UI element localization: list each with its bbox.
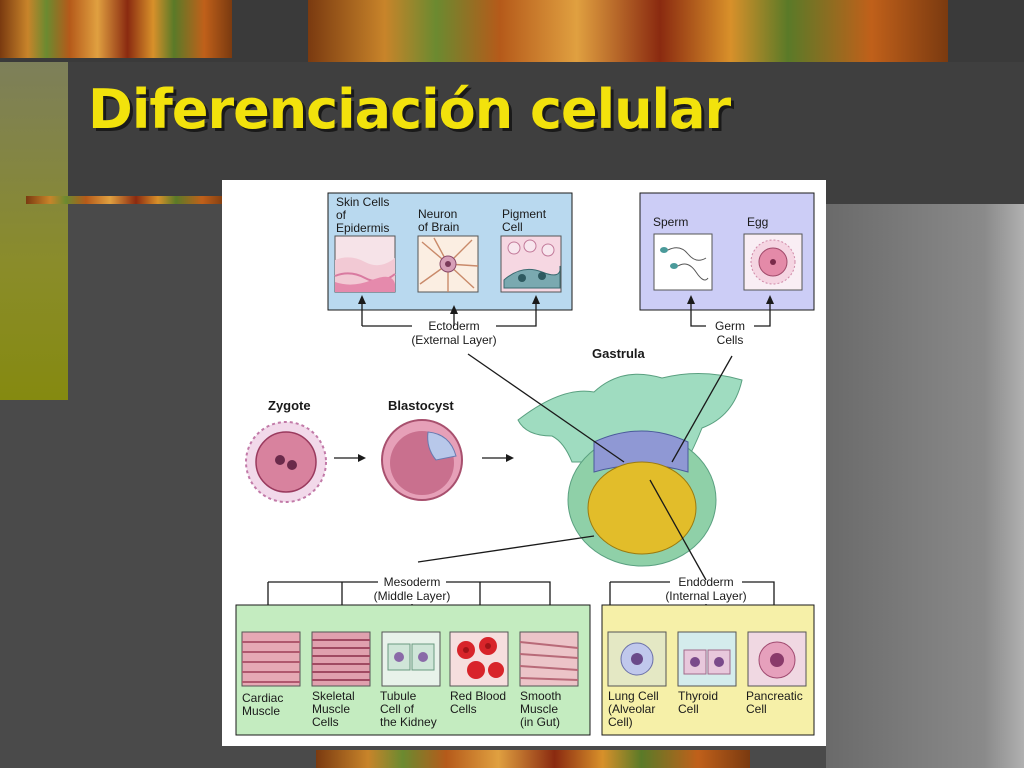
kidney-tubule-cell-image	[381, 631, 441, 687]
lung-cell-image	[607, 631, 667, 687]
olive-side-bar	[0, 62, 68, 400]
germ-pointer-line	[671, 355, 733, 463]
zygote-label: Zygote	[268, 398, 311, 413]
neuron-image	[417, 235, 479, 293]
pancreatic-cell-image	[747, 631, 807, 687]
mesoderm-label: Mesoderm(Middle Layer)	[374, 575, 451, 603]
endoderm-pointer-line	[649, 479, 707, 581]
blastocyst-label: Blastocyst	[388, 398, 454, 413]
germ-connector	[687, 295, 774, 327]
skin-cell-image	[334, 235, 396, 293]
texture-strip	[26, 196, 226, 204]
ectoderm-label: Ectoderm(External Layer)	[411, 319, 496, 347]
arrow-zygote-to-blastocyst	[334, 454, 366, 462]
texture-banner-left	[0, 0, 232, 58]
ectoderm-connector	[358, 295, 540, 327]
smooth-muscle-image	[519, 631, 579, 687]
gastrula-label: Gastrula	[592, 346, 646, 361]
sperm-label: Sperm	[653, 215, 688, 229]
slide-title: Diferenciación celular	[88, 78, 731, 141]
mesoderm-pointer-line	[417, 535, 595, 563]
red-blood-cells-image	[449, 631, 509, 687]
texture-banner-right	[308, 0, 948, 62]
thyroid-cell-image	[677, 631, 737, 687]
right-gray-panel	[826, 204, 1024, 768]
skeletal-muscle-image	[311, 631, 371, 687]
cardiac-muscle-image	[241, 631, 301, 687]
egg-image	[743, 233, 803, 291]
germ-box-labels: Sperm Egg	[653, 215, 768, 229]
gastrula-image	[517, 373, 743, 567]
pigment-cell-image	[500, 235, 562, 293]
texture-bottom-bar	[316, 750, 750, 768]
zygote-image	[245, 421, 327, 503]
blastocyst-image	[381, 419, 463, 501]
egg-label: Egg	[747, 215, 768, 229]
sperm-image	[653, 233, 713, 291]
endoderm-label: Endoderm(Internal Layer)	[665, 575, 746, 603]
ectoderm-pointer-line	[467, 353, 625, 463]
arrow-blastocyst-to-gastrula	[482, 454, 514, 462]
